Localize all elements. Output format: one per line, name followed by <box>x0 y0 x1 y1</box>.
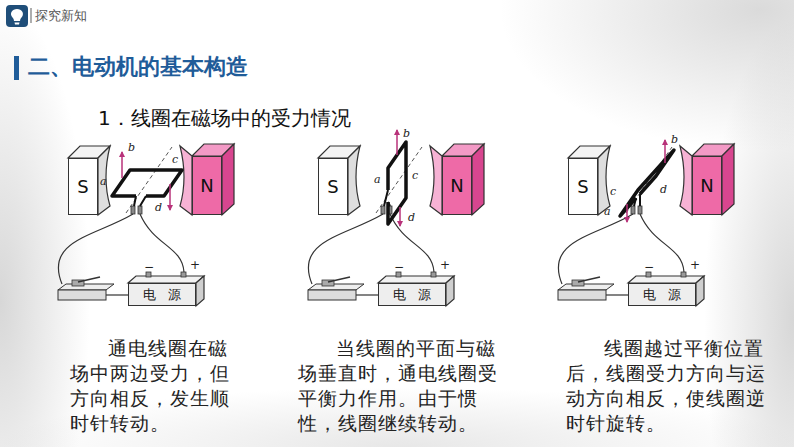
terminal-sign: + <box>690 259 700 271</box>
motor-rig <box>308 144 484 306</box>
node-text: 电 源 <box>143 286 185 304</box>
coil-vertical <box>376 130 422 226</box>
magnet-pole: S <box>68 158 98 215</box>
force-arrow <box>121 152 123 178</box>
coil-horizontal <box>112 147 182 213</box>
side-letter: c <box>172 154 178 165</box>
side-letter: d <box>408 212 415 223</box>
magnet-pole: N <box>192 156 222 215</box>
side-letter: c <box>412 170 418 181</box>
caption-text: 通电线圈在磁场中两边受力，但方向相反，发生顺时针转动。 <box>70 336 234 436</box>
terminal-sign: − <box>644 261 654 273</box>
force-arrow <box>626 204 628 222</box>
motor-rig <box>558 144 734 306</box>
power-source: 电 源 <box>128 283 196 306</box>
terminal-sign: + <box>190 259 200 271</box>
title-bar <box>14 56 19 80</box>
side-letter: b <box>128 142 135 153</box>
node-text: N <box>450 175 463 196</box>
axis-line <box>376 147 422 213</box>
motor-rig <box>58 144 234 306</box>
coil-tilted <box>620 140 674 222</box>
coil <box>620 150 674 216</box>
side-letter: a <box>604 206 611 217</box>
node-text: S <box>77 176 88 197</box>
side-letter: d <box>660 184 667 195</box>
side-letter: c <box>610 186 616 197</box>
force-arrow <box>396 130 398 155</box>
caption-text: 当线圈的平面与磁场垂直时，通电线圈受平衡力作用。由于惯性，线圈继续转动。 <box>298 336 502 436</box>
magnet-pole: N <box>692 156 722 215</box>
node-text: 电 源 <box>643 286 685 304</box>
section-tag: 探究新知 <box>35 8 87 24</box>
side-letter: b <box>403 128 410 139</box>
force-arrow <box>664 140 666 163</box>
subheading: 1．线圈在磁场中的受力情况 <box>98 106 351 130</box>
side-letter: a <box>100 176 107 187</box>
slide-title: 二、电动机的基本构造 <box>28 54 248 80</box>
force-arrow <box>169 184 171 210</box>
magnet-pole: S <box>568 158 598 215</box>
terminal-sign: − <box>144 261 154 273</box>
power-source: 电 源 <box>628 283 696 306</box>
node-text: S <box>577 176 588 197</box>
node-text: 电 源 <box>393 286 435 304</box>
magnet-pole: N <box>442 156 472 215</box>
axis-line <box>126 147 172 213</box>
terminal-sign: − <box>394 261 404 273</box>
bulb-icon <box>6 5 28 27</box>
coil-lead <box>134 196 146 206</box>
force-arrow <box>399 207 401 226</box>
node-text: N <box>200 175 213 196</box>
node-text: S <box>327 176 338 197</box>
magnet-pole: S <box>318 158 348 215</box>
power-source: 电 源 <box>378 283 446 306</box>
header-separator <box>30 8 31 23</box>
caption-text: 线圈越过平衡位置后，线圈受力方向与运动方向相反，使线圈逆时针旋转。 <box>566 336 770 436</box>
coil-lead <box>634 194 640 206</box>
side-letter: a <box>374 174 381 185</box>
bulb-glyph <box>11 9 23 25</box>
node-text: N <box>700 175 713 196</box>
side-letter: b <box>671 134 678 145</box>
coil-lead <box>384 190 390 206</box>
terminal-sign: + <box>440 259 450 271</box>
side-letter: d <box>155 202 162 213</box>
